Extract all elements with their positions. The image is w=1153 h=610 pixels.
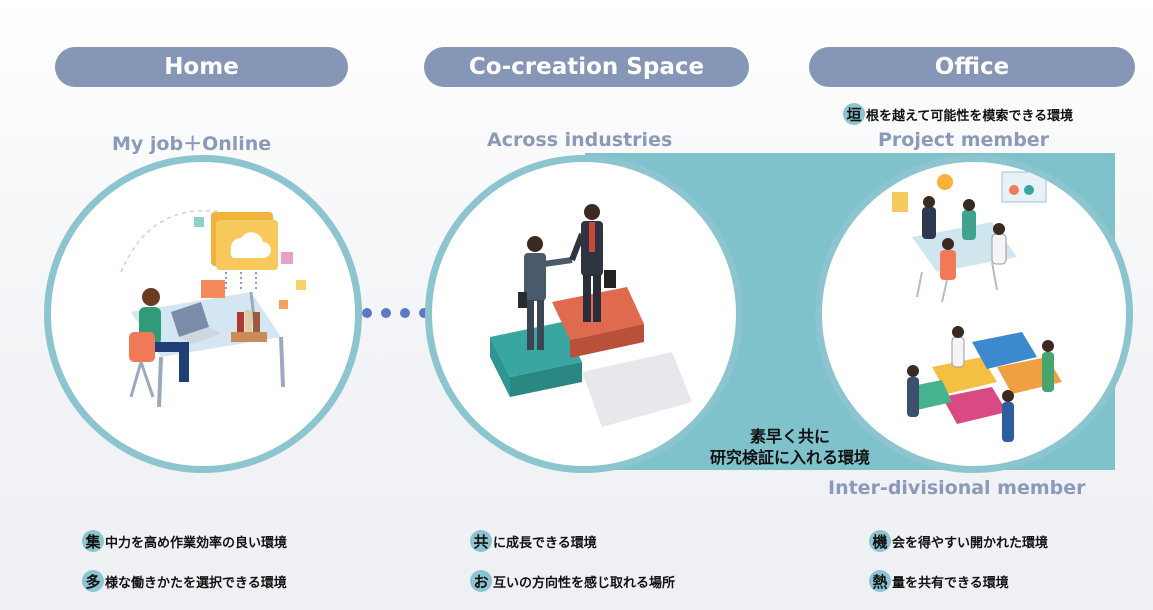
bullet-text: 量を共有できる環境 bbox=[892, 575, 1009, 591]
subtitle-project-member: Project member bbox=[878, 129, 1050, 151]
bullet-first-char: お bbox=[470, 570, 492, 592]
bullet-first-char: 多 bbox=[82, 570, 104, 592]
header-home: Home bbox=[55, 47, 348, 87]
subtitle-co-creation: Across industries bbox=[487, 129, 673, 151]
subtitle-inter-divisional: Inter-divisional member bbox=[828, 477, 1086, 499]
bullet-text: 互いの方向性を感じ取れる場所 bbox=[493, 575, 676, 591]
bullet-text: 中力を高め作業効率の良い環境 bbox=[105, 535, 288, 551]
overlay-caption: 素早く共に 研究検証に入れる環境 bbox=[690, 426, 890, 468]
bullet-first-char: 共 bbox=[470, 530, 492, 552]
dot bbox=[381, 308, 391, 318]
office-bullet-2: 熱 量を共有できる環境 bbox=[869, 570, 1009, 592]
header-co-creation-space: Co-creation Space bbox=[424, 47, 749, 87]
office-bullet-1: 機 会を得やすい開かれた環境 bbox=[869, 530, 1048, 552]
home-circle bbox=[44, 155, 362, 473]
note-first-char: 垣 bbox=[843, 103, 865, 125]
home-illustration bbox=[120, 210, 306, 408]
bullet-text: に成長できる環境 bbox=[493, 535, 597, 551]
home-bullet-2: 多 様な働きかたを選択できる環境 bbox=[82, 570, 287, 592]
co-creation-circle bbox=[425, 155, 743, 473]
bullet-first-char: 機 bbox=[869, 530, 891, 552]
lightbulb-icon bbox=[937, 174, 953, 190]
dot bbox=[419, 308, 429, 318]
header-office: Office bbox=[809, 47, 1135, 87]
office-circle bbox=[815, 155, 1133, 473]
overlay-line2: 研究検証に入れる環境 bbox=[709, 448, 870, 467]
co-creation-bullet-2: お 互いの方向性を感じ取れる場所 bbox=[470, 570, 675, 592]
bullet-first-char: 熱 bbox=[869, 570, 891, 592]
office-illustration bbox=[892, 171, 1062, 442]
bullet-text: 様な働きかたを選択できる環境 bbox=[105, 575, 287, 591]
handshake-illustration bbox=[490, 204, 692, 427]
dot bbox=[362, 308, 372, 318]
note-text: 根を越えて可能性を模索できる環境 bbox=[866, 108, 1074, 124]
bullet-text: 会を得やすい開かれた環境 bbox=[892, 535, 1049, 551]
office-note: 垣 根を越えて可能性を模索できる環境 bbox=[843, 103, 1073, 125]
dot bbox=[400, 308, 410, 318]
subtitle-home: My job＋Online bbox=[112, 133, 272, 155]
connector-dots bbox=[362, 308, 429, 318]
co-creation-bullet-1: 共 に成長できる環境 bbox=[470, 530, 597, 552]
home-bullet-1: 集 中力を高め作業効率の良い環境 bbox=[82, 530, 287, 552]
overlay-line1: 素早く共に bbox=[749, 427, 830, 446]
bullet-first-char: 集 bbox=[82, 530, 104, 552]
